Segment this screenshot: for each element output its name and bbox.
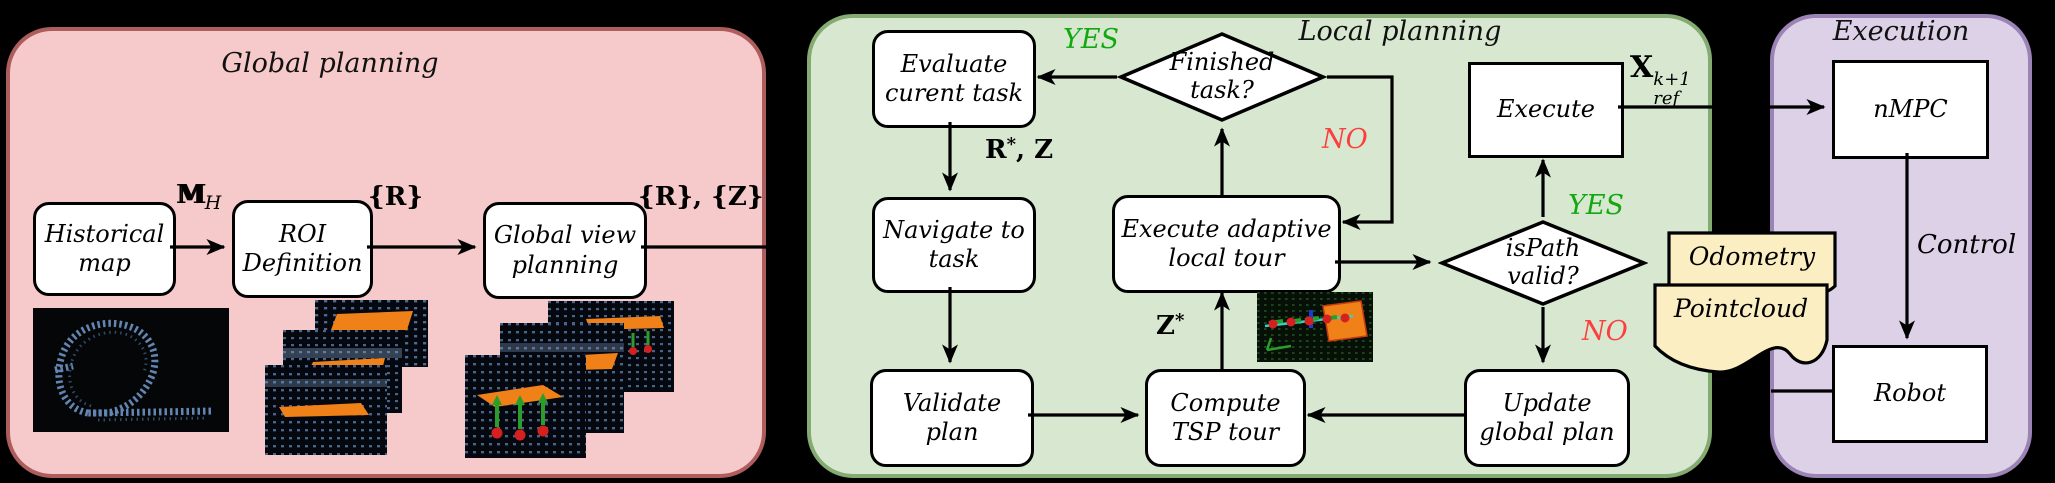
- arrow-finished-no-to-adaptive: [1327, 75, 1394, 230]
- execution-title: Execution: [1832, 16, 1970, 47]
- label-roi-set: {R}: [368, 182, 424, 212]
- node-navigate-to-task: Navigate to task: [872, 197, 1036, 293]
- node-roi-definition: ROI Definition: [232, 200, 373, 298]
- node-evaluate-current-task: Evaluate curent task: [872, 30, 1036, 128]
- roi-image-front: [265, 365, 387, 455]
- local-planning-title: Local planning: [1298, 16, 1502, 47]
- node-compute-tsp-tour: Compute TSP tour: [1145, 369, 1306, 467]
- label-control: Control: [1917, 230, 2017, 260]
- local-tour-image: [1257, 292, 1373, 362]
- label-zstar: Z*: [1156, 310, 1185, 341]
- decision-finished-task: Finished task?: [1117, 31, 1327, 123]
- node-robot: Robot: [1832, 345, 1988, 443]
- node-update-global-plan: Update global plan: [1464, 369, 1630, 467]
- diamond-shape: [1438, 220, 1648, 306]
- historical-map-image: [33, 308, 229, 432]
- label-roi-view-sets: {R}, {Z}: [638, 182, 764, 212]
- globalview-image-front: [465, 355, 586, 458]
- node-execute-adaptive-local-tour: Execute adaptive local tour: [1112, 195, 1341, 293]
- diamond-shape: [1117, 32, 1327, 122]
- label-no-ispath: NO: [1582, 316, 1628, 347]
- label-yes-finished: YES: [1063, 24, 1120, 55]
- label-yes-ispath: YES: [1568, 190, 1625, 221]
- node-validate-plan: Validate plan: [870, 369, 1034, 467]
- label-rstar-z: R*, Z: [985, 134, 1054, 165]
- node-historical-map: Historical map: [33, 202, 176, 296]
- node-nmpc: nMPC: [1832, 60, 1989, 159]
- tape-shape: [1653, 283, 1829, 374]
- decision-ispath-valid: isPath valid?: [1438, 219, 1648, 307]
- document-pointcloud: Pointcloud: [1652, 282, 1830, 380]
- label-no-finished: NO: [1322, 124, 1368, 155]
- global-planning-title: Global planning: [221, 48, 439, 79]
- node-execute: Execute: [1468, 62, 1624, 158]
- node-global-view-planning: Global view planning: [483, 202, 647, 299]
